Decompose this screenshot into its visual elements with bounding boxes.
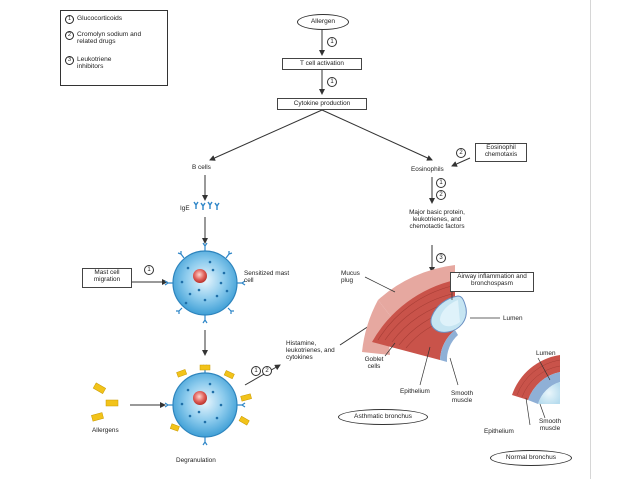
- marker-2: 2: [262, 366, 272, 376]
- marker-1: 1: [144, 265, 154, 275]
- normal-epithelium-label: Epithelium: [484, 428, 514, 435]
- legend-text: Leukotriene inhibitors: [77, 56, 112, 71]
- normal-smooth-muscle-label: Smooth muscle: [538, 418, 562, 433]
- cytokine-production-box: Cytokine production: [277, 98, 367, 110]
- ige-antibody-icons: [193, 201, 220, 210]
- arrow-cytokine-to-bcells: [209, 109, 323, 161]
- airway-inflammation-box: Airway inflammation and bronchospasm: [450, 272, 534, 292]
- asthmatic-bronchus-icon: [362, 265, 467, 362]
- epithelium-label: Epithelium: [400, 388, 430, 395]
- degranulating-mast-cell-icon: [164, 364, 252, 446]
- ige-label: IgE: [180, 205, 190, 212]
- eosinophils-label: Eosinophils: [411, 166, 444, 173]
- legend-text: Cromolyn sodium and related drugs: [77, 31, 142, 46]
- marker-3: 3: [436, 253, 446, 263]
- allergen-node: Allergen: [297, 14, 349, 30]
- arrow-chemotaxis: [451, 157, 471, 167]
- arrow-cytokine-to-eosinophils: [321, 109, 433, 161]
- mast-cell-migration-box: Mast cell migration: [82, 268, 132, 288]
- marker-2: 2: [436, 190, 446, 200]
- legend-number: 3: [65, 56, 74, 65]
- allergens-label: Allergens: [92, 427, 119, 434]
- smooth-muscle-label: Smooth muscle: [450, 390, 474, 405]
- legend-number: 2: [65, 31, 74, 40]
- normal-bronchus-label: Normal bronchus: [490, 450, 572, 466]
- allergen-particles-icon: [91, 382, 119, 422]
- asthmatic-bronchus-label: Asthmatic bronchus: [338, 409, 428, 425]
- marker-1: 1: [436, 178, 446, 188]
- label-pointers: [364, 276, 551, 426]
- sensitized-mast-cell-icon: [164, 242, 246, 324]
- major-basic-protein-label: Major basic protein, leukotrienes, and c…: [409, 209, 465, 231]
- marker-1: 1: [327, 77, 337, 87]
- frame-border: [590, 0, 591, 479]
- t-cell-activation-box: T cell activation: [282, 58, 362, 70]
- normal-bronchus-icon: [512, 355, 561, 404]
- lumen-label: Lumen: [503, 315, 523, 322]
- legend-number: 1: [65, 15, 74, 24]
- eosinophil-chemotaxis-box: Eosinophil chemotaxis: [475, 143, 527, 162]
- marker-1: 1: [251, 366, 261, 376]
- marker-2: 2: [456, 148, 466, 158]
- mucus-plug-label: Mucus plug: [341, 270, 360, 285]
- b-cells-label: B cells: [192, 164, 211, 171]
- sensitized-mast-cell-label: Sensitized mast cell: [244, 270, 290, 285]
- normal-lumen-label: Lumen: [536, 350, 556, 357]
- marker-1: 1: [327, 37, 337, 47]
- arrow-degranulation-to-histamine: [244, 364, 281, 386]
- goblet-cells-label: Goblet cells: [364, 356, 384, 371]
- legend-text: Glucocorticoids: [77, 15, 123, 22]
- degranulation-label: Degranulation: [176, 457, 216, 464]
- histamine-label: Histamine, leukotrienes, and cytokines: [286, 340, 335, 362]
